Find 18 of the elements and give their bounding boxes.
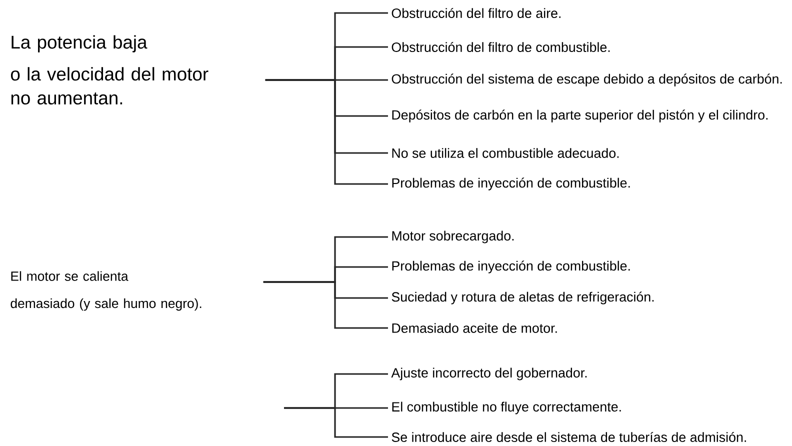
- cause-text: Obstrucción del filtro de aire.: [392, 8, 560, 18]
- problem-text: La potencia baja o la velocidad del motor no aumentan.: [10, 35, 208, 104]
- cause-text: Obstrucción del sistema de escape debido a depósitos de carbón.: [392, 74, 782, 86]
- cause-text: No se utiliza el combustible adecuado.: [392, 148, 619, 158]
- cause-text: Se introduce aire desde el sistema de tuberías de admisión.: [392, 432, 746, 442]
- cause-text: Ajuste incorrecto del gobernador.: [391, 368, 587, 380]
- cause-text: Obstrucción del filtro de combustible.: [392, 42, 610, 52]
- cause-text: Motor sobrecargado.: [392, 230, 514, 244]
- bracket-line: [284, 407, 388, 438]
- bracket-line: [263, 281, 388, 329]
- cause-text: Suciedad y rotura de aletas de refrigeración.: [392, 292, 654, 304]
- cause-text: Problemas de inyección de combustible.: [392, 260, 630, 274]
- cause-text: Problemas de inyección de combustible.: [392, 178, 630, 190]
- cause-text: Depósitos de carbón en la parte superior del pistón y el cilindro.: [392, 110, 768, 122]
- problem-text: El motor se calienta demasiado (y sale humo negro).: [10, 271, 202, 311]
- cause-text: El combustible no fluye correctamente.: [392, 402, 621, 414]
- bracket-line: [265, 79, 388, 185]
- cause-text: Demasiado aceite de motor.: [392, 323, 557, 333]
